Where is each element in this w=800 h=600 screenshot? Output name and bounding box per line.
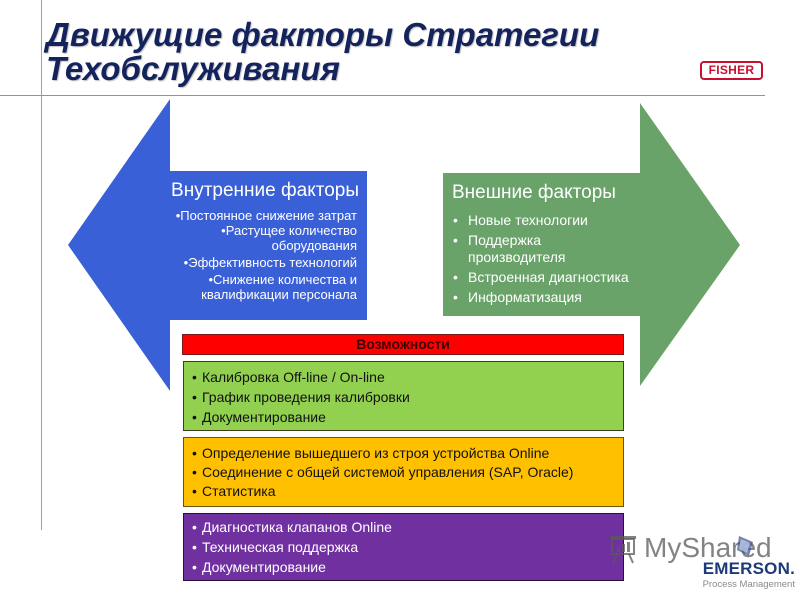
internal-factor-item: •Снижение количества и квалификации перс…: [201, 272, 357, 302]
opportunity-item: Диагностика клапанов Online: [192, 517, 615, 537]
external-factor-item: Информатизация: [452, 289, 692, 306]
presentation-board-icon: [610, 536, 636, 564]
emerson-flag-icon: [737, 536, 753, 556]
opportunities-diagnostics-box: Диагностика клапанов Online Техническая …: [183, 513, 624, 581]
slide-title: Движущие факторы Стратегии Техобслуживан…: [46, 18, 599, 86]
opportunity-item: Определение вышедшего из строя устройств…: [192, 444, 615, 463]
opportunity-item: Калибровка Off-line / On-line: [192, 367, 615, 387]
internal-factors-list: •Постоянное снижение затрат •Растущее ко…: [110, 208, 362, 302]
internal-factor-item: •Растущее количество оборудования: [221, 223, 357, 253]
external-factors-heading: Внешние факторы: [452, 182, 616, 203]
internal-factor-item: •Эффективность технологий: [183, 255, 357, 270]
opportunities-integration-box: Определение вышедшего из строя устройств…: [183, 437, 624, 507]
slide-title-line-1: Движущие факторы Стратегии: [46, 16, 600, 53]
title-underline: [0, 95, 765, 96]
opportunities-calibration-box: Калибровка Off-line / On-line График про…: [183, 361, 624, 431]
opportunity-item: Техническая поддержка: [192, 537, 615, 557]
external-factor-item: Встроенная диагностика: [452, 269, 692, 286]
external-factor-item: Новые технологии: [452, 212, 692, 229]
internal-factors-arrow: [68, 99, 367, 391]
opportunity-item: Соединение с общей системой управления (…: [192, 463, 615, 482]
opportunities-header: Возможности: [182, 334, 624, 355]
slide-title-line-2: Техобслуживания: [46, 50, 340, 87]
opportunity-item: Документирование: [192, 557, 615, 577]
diagnostics-list: Диагностика клапанов Online Техническая …: [192, 517, 615, 577]
internal-factor-item: •Постоянное снижение затрат: [175, 208, 357, 223]
emerson-subtitle: Process Management: [702, 579, 795, 590]
external-factors-list: Новые технологии Поддержка производителя…: [452, 212, 692, 306]
opportunity-item: График проведения калибровки: [192, 387, 615, 407]
fisher-logo: FISHER: [700, 61, 763, 80]
vertical-guide-line: [41, 0, 42, 530]
emerson-logo: EMERSON. Process Management: [690, 560, 795, 592]
external-factors-panel: Внешние факторы Новые технологии Поддерж…: [452, 180, 692, 309]
emerson-brand: EMERSON.: [702, 559, 795, 578]
calibration-list: Калибровка Off-line / On-line График про…: [192, 367, 615, 427]
internal-factors-heading: Внутренние факторы: [171, 180, 359, 201]
opportunity-item: Документирование: [192, 407, 615, 427]
external-factor-item: Поддержка производителя: [452, 232, 608, 266]
internal-factors-panel: Внутренние факторы •Постоянное снижение …: [110, 178, 362, 302]
opportunity-item: Статистика: [192, 482, 615, 501]
integration-list: Определение вышедшего из строя устройств…: [192, 444, 615, 501]
